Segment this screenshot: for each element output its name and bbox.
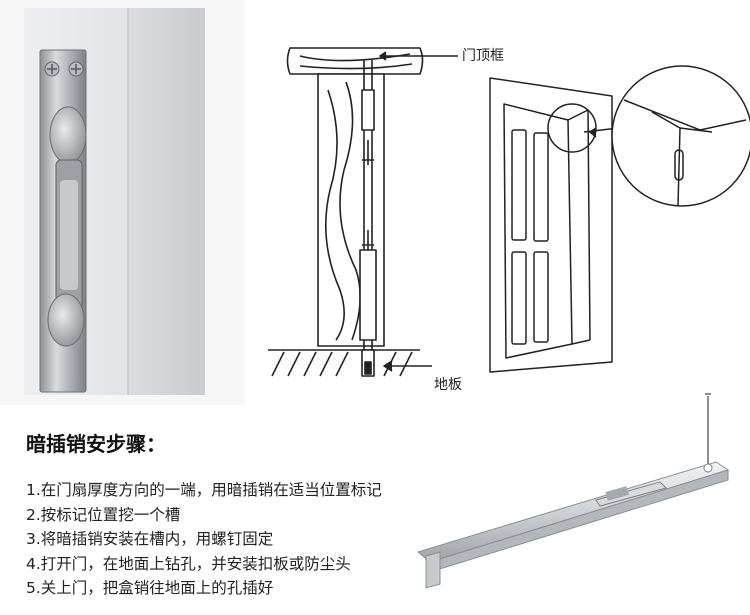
list-item: 1.在门扇厚度方向的一端，用暗插销在适当位置标记 xyxy=(26,481,382,499)
list-item: 3.将暗插销安装在槽内，用螺钉固定 xyxy=(26,530,274,548)
instructions-title: 暗插销安步骤： xyxy=(26,432,166,456)
instruction-steps: 1.在门扇厚度方向的一端，用暗插销在适当位置标记 2.按标记位置挖一个槽 3.将… xyxy=(26,478,382,601)
door-frame-label: 门顶框 xyxy=(462,48,504,64)
list-item: 2.按标记位置挖一个槽 xyxy=(26,505,181,524)
list-item: 4.打开门，在地面上钻孔，并安装扣板或防尘头 xyxy=(26,554,351,573)
floor-label: 地板 xyxy=(434,377,462,393)
list-item: 5.关上门，把盒销往地面上的孔插好 xyxy=(26,579,274,597)
